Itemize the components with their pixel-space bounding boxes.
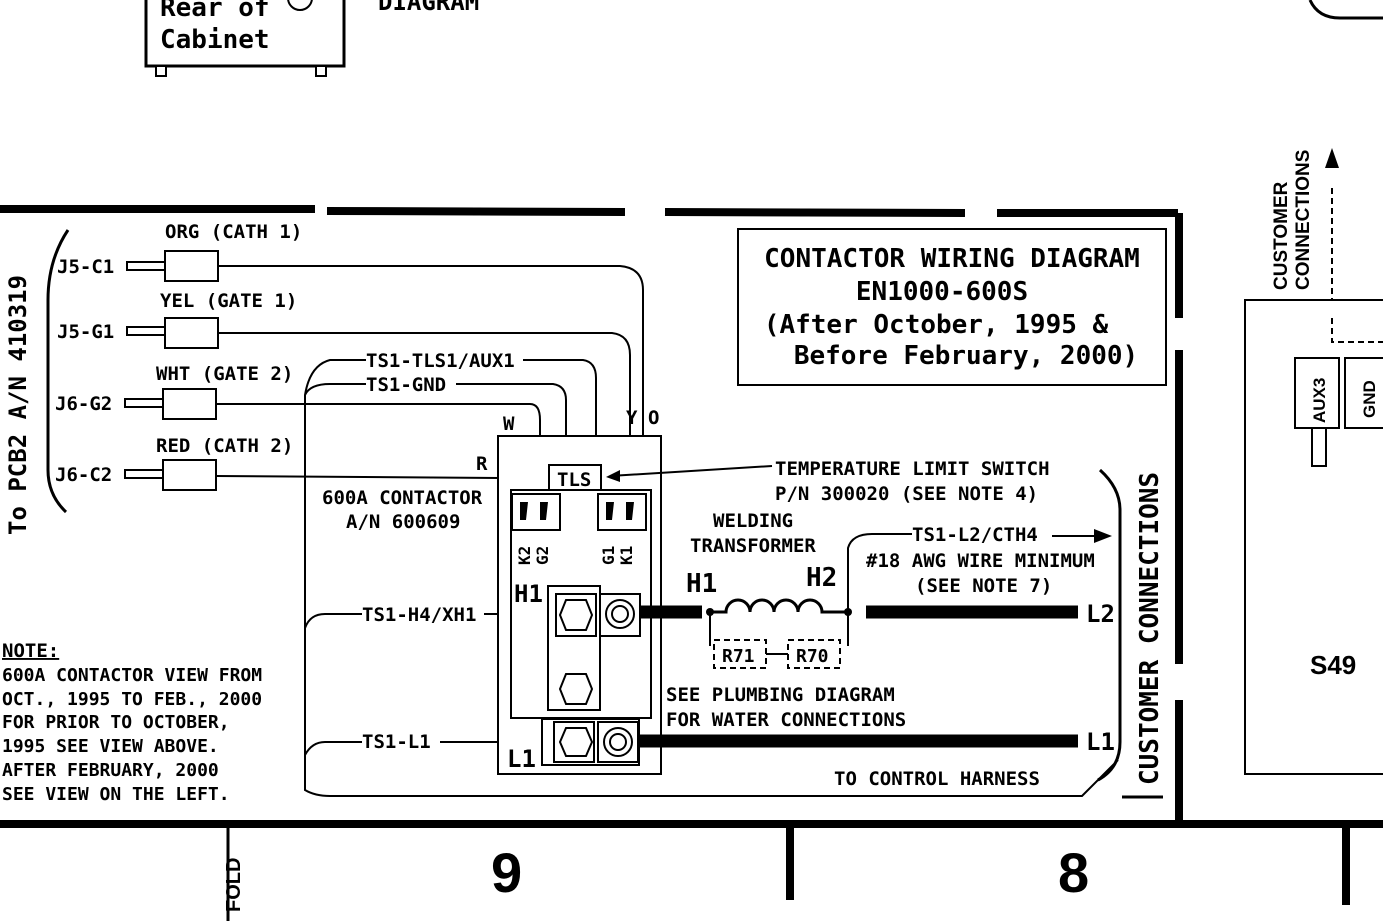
connector-j5-g1: J5-G1 YEL (GATE 1) xyxy=(57,290,297,349)
transformer-h1: H1 xyxy=(686,569,717,599)
connector-j5-c1: J5-C1 ORG (CATH 1) xyxy=(57,221,302,282)
g1-label: G1 xyxy=(599,546,618,565)
output-cth4: TS1-L2/CTH4 xyxy=(912,524,1038,546)
tls-leader xyxy=(609,465,773,477)
wire-label: YEL (GATE 1) xyxy=(160,290,297,312)
tls-label: TLS xyxy=(557,469,591,491)
title-line2: EN1000-600S xyxy=(856,277,1028,307)
temp-switch-line1: TEMPERATURE LIMIT SWITCH xyxy=(775,458,1050,480)
g2-label: G2 xyxy=(533,546,552,565)
plumbing-line1: SEE PLUMBING DIAGRAM xyxy=(666,684,895,706)
connector-id: J6-C2 xyxy=(55,464,112,486)
plumbing-line2: FOR WATER CONNECTIONS xyxy=(666,709,906,731)
s49-label: S49 xyxy=(1310,650,1356,680)
harness-h4-xh1: TS1-H4/XH1 xyxy=(362,604,476,626)
output-leads: TS1-L2/CTH4 #18 AWG WIRE MINIMUM (SEE NO… xyxy=(640,468,1122,782)
pcb-label: To PCB2 A/N 410319 xyxy=(4,275,32,535)
note-line: SEE VIEW ON THE LEFT. xyxy=(2,784,230,805)
transformer-h2: H2 xyxy=(806,563,837,593)
cabinet-box: Rear of Cabinet xyxy=(144,0,346,77)
connector-id: J6-G2 xyxy=(55,393,112,415)
harness-l1: TS1-L1 xyxy=(362,731,431,753)
harness-gnd: TS1-GND xyxy=(366,374,446,396)
connector-j6-g2: J6-G2 WHT (GATE 2) xyxy=(55,363,293,420)
wire-letter-o: O xyxy=(648,407,659,429)
transformer-line2: TRANSFORMER xyxy=(690,535,816,557)
wire-letter-r: R xyxy=(476,453,488,475)
diagram-word: DIAGRAM xyxy=(378,0,479,16)
wire-letter-w: W xyxy=(503,413,515,435)
contactor-line1: 600A CONTACTOR xyxy=(322,487,483,509)
connector-brace xyxy=(46,229,70,514)
connector-id: J5-C1 xyxy=(57,256,114,278)
connector-group: J5-C1 ORG (CATH 1) J5-G1 YEL (GATE 1) J6… xyxy=(55,221,302,491)
up-arrow-icon xyxy=(1325,148,1339,168)
control-harness-label: TO CONTROL HARNESS xyxy=(834,768,1040,790)
output-note7: (SEE NOTE 7) xyxy=(915,575,1052,597)
aux3-label: AUX3 xyxy=(1310,378,1329,423)
customer-brace xyxy=(1097,468,1122,782)
cabinet-line2: Cabinet xyxy=(160,25,270,55)
top-right-corner xyxy=(1308,0,1383,20)
r71-label: R71 xyxy=(722,646,755,667)
wire-letter-y: Y xyxy=(626,407,638,429)
wire-label: RED (CATH 2) xyxy=(156,435,293,457)
k2-label: K2 xyxy=(515,546,534,565)
note-line: 1995 SEE VIEW ABOVE. xyxy=(2,736,219,757)
title-line1: CONTACTOR WIRING DIAGRAM xyxy=(764,244,1140,274)
zone-strip: FOLD 9 8 xyxy=(223,824,1350,921)
zone-9: 9 xyxy=(491,841,522,904)
l1-terminal-label: L1 xyxy=(507,745,536,773)
right-panel: CUSTOMER CONNECTIONS AUX3 GND S49 xyxy=(1244,148,1383,775)
title-line4: Before February, 2000) xyxy=(794,341,1138,371)
right-cc-line1: CUSTOMER xyxy=(1271,181,1292,290)
fold-label: FOLD xyxy=(223,858,245,912)
note-line: AFTER FEBRUARY, 2000 xyxy=(2,760,219,781)
contactor-line2: A/N 600609 xyxy=(346,511,460,533)
note-block: NOTE: 600A CONTACTOR VIEW FROM OCT., 199… xyxy=(2,640,262,805)
cabinet-line1: Rear of xyxy=(160,0,270,23)
note-heading: NOTE: xyxy=(2,640,59,662)
h1-terminal-label: H1 xyxy=(514,580,543,608)
harness-tls1-aux1: TS1-TLS1/AUX1 xyxy=(366,350,515,372)
title-line3: (After October, 1995 & xyxy=(764,310,1109,340)
right-cc-line2: CONNECTIONS xyxy=(1293,150,1314,290)
title-box: CONTACTOR WIRING DIAGRAM EN1000-600S (Af… xyxy=(737,228,1167,386)
k1-label: K1 xyxy=(617,546,636,565)
connector-j6-c2: J6-C2 RED (CATH 2) xyxy=(55,435,293,491)
output-l1: L1 xyxy=(1086,728,1115,756)
note-line: 600A CONTACTOR VIEW FROM xyxy=(2,665,262,686)
temp-switch-line2: P/N 300020 (SEE NOTE 4) xyxy=(775,483,1038,505)
wire-label: WHT (GATE 2) xyxy=(156,363,293,385)
contactor: TLS K2 G2 G1 K1 H1 L1 xyxy=(497,435,662,775)
wire-label: ORG (CATH 1) xyxy=(165,221,302,243)
connector-id: J5-G1 xyxy=(57,321,114,343)
note-line: FOR PRIOR TO OCTOBER, xyxy=(2,712,230,733)
gnd-label: GND xyxy=(1360,380,1379,418)
main-border xyxy=(0,205,1383,828)
note-line: OCT., 1995 TO FEB., 2000 xyxy=(2,689,262,710)
transformer-line1: WELDING xyxy=(713,510,793,532)
customer-connections-vertical: CUSTOMER CONNECTIONS xyxy=(1135,472,1165,785)
welding-transformer: WELDING TRANSFORMER H1 H2 R71 R70 xyxy=(640,510,852,669)
output-wire-min: #18 AWG WIRE MINIMUM xyxy=(866,550,1095,572)
zone-8: 8 xyxy=(1058,841,1089,904)
r70-label: R70 xyxy=(796,646,829,667)
output-l2: L2 xyxy=(1086,600,1115,628)
